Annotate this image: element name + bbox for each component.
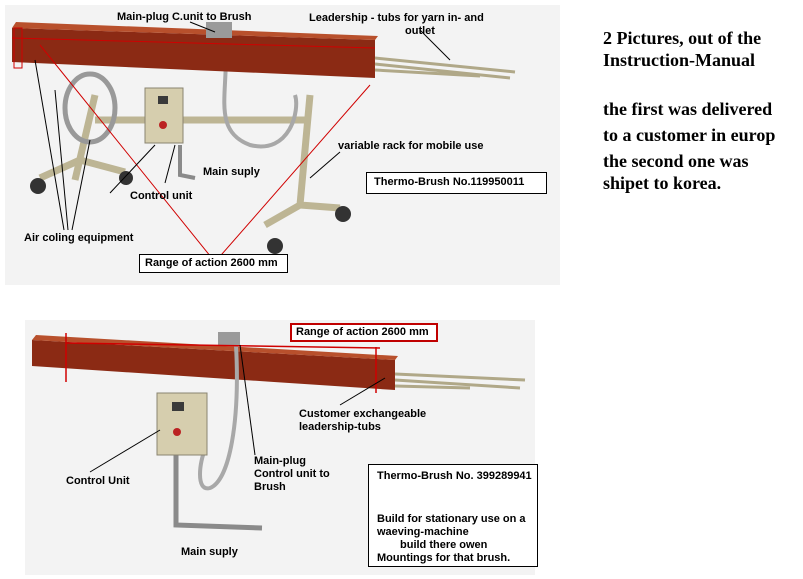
side-heading-1: 2 Pictures, out of the — [603, 28, 762, 48]
range-label-top: Range of action 2600 mm — [145, 257, 278, 269]
main-plug-cable — [222, 39, 299, 149]
label-air-cooling: Air coling equipment — [24, 232, 134, 244]
label-control-unit: Control unit — [130, 190, 193, 202]
info-box-bottom: Thermo-Brush No. 399289941 Build for sta… — [368, 464, 538, 567]
leadership-tubes — [374, 56, 516, 80]
label-main-plug-bottom-3: Brush — [254, 481, 286, 493]
caster-wheel — [335, 206, 351, 222]
control-unit-switch — [159, 121, 167, 129]
label-leadership-tubes-outlet: outlet — [405, 25, 435, 37]
label-leadership-tubes: Leadership - tubs for yarn in- and — [309, 12, 484, 24]
caster-wheel — [30, 178, 46, 194]
serial-number-box-top: Thermo-Brush No.119950011 — [366, 172, 547, 194]
label-leadership-tubs: leadership-tubs — [299, 421, 381, 433]
thermo-brush-top-bottom — [32, 335, 398, 360]
label-main-plug-bottom-1: Main-plug — [254, 455, 306, 467]
range-box-top: Range of action 2600 mm — [139, 254, 288, 273]
side-body-2: to a customer in europ — [603, 125, 776, 145]
main-plug-cable-bottom — [198, 344, 239, 491]
info-box-line-2: waeving-machine — [377, 526, 469, 538]
caster-wheel — [119, 171, 133, 185]
info-box-line-4: Mountings for that brush. — [377, 552, 511, 564]
main-supply-cable-bottom — [173, 455, 263, 531]
side-body-3: the second one was — [603, 151, 749, 171]
main-supply-cable — [178, 145, 196, 180]
range-box-bottom: Range of action 2600 mm — [290, 323, 438, 342]
info-box-title: Thermo-Brush No. 399289941 — [377, 470, 532, 482]
side-body-4: shipet to korea. — [603, 173, 722, 193]
thermo-brush-top — [12, 22, 378, 40]
control-unit-switch-bottom — [173, 428, 181, 436]
label-main-plug: Main-plug C.unit to Brush — [117, 11, 252, 23]
leader-lines-bottom — [89, 344, 386, 473]
label-customer-exchangeable: Customer exchangeable — [299, 408, 427, 420]
label-main-supply-bottom: Main suply — [181, 546, 238, 558]
control-unit-display-bottom — [172, 402, 184, 411]
main-plug-connector — [206, 22, 232, 38]
side-body-1: the first was delivered — [603, 99, 773, 119]
label-control-unit-bottom: Control Unit — [66, 475, 130, 487]
serial-number-top: Thermo-Brush No.119950011 — [374, 176, 525, 188]
leader-lines-top — [34, 21, 451, 231]
caster-wheel — [267, 238, 283, 254]
leadership-tubes-bottom — [394, 372, 526, 390]
label-main-plug-bottom-2: Control unit to — [254, 468, 330, 480]
control-unit-display — [158, 96, 168, 104]
label-variable-rack: variable rack for mobile use — [338, 140, 484, 152]
side-heading-2: Instruction-Manual — [603, 50, 756, 70]
main-plug-connector-bottom — [218, 332, 240, 346]
range-label-bottom: Range of action 2600 mm — [296, 326, 429, 338]
info-box-line-1: Build for stationary use on a — [377, 513, 526, 525]
range-lines-bottom — [65, 333, 381, 393]
label-main-supply: Main suply — [203, 166, 260, 178]
thermo-brush-bar-bottom — [32, 340, 395, 390]
info-box-line-3: build there owen — [400, 539, 488, 551]
